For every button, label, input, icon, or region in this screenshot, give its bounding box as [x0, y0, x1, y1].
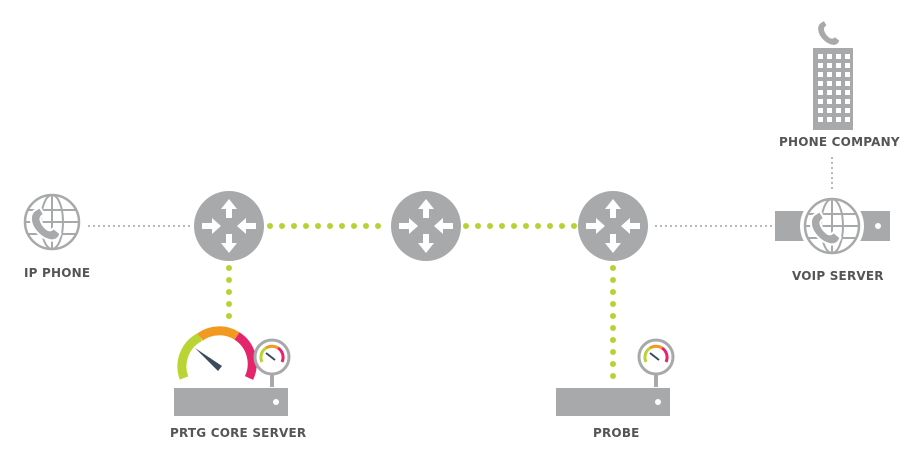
router-icon — [578, 191, 648, 261]
voip-server-node: VOIP SERVER — [775, 194, 890, 283]
router-3 — [578, 191, 648, 261]
router-2 — [391, 191, 461, 261]
phone-handset-icon — [818, 21, 840, 45]
phone-company-node: PHONE COMPANY — [779, 21, 900, 149]
globe-phone-icon — [803, 197, 861, 255]
building-icon — [813, 21, 853, 130]
prtg-core-server-label: PRTG CORE SERVER — [170, 426, 306, 440]
gauge-icon — [177, 326, 257, 380]
voip-server-label: VOIP SERVER — [792, 269, 884, 283]
phone-company-label: PHONE COMPANY — [779, 135, 900, 149]
globe-phone-icon — [23, 193, 81, 251]
server-icon — [174, 388, 288, 416]
router-icon — [194, 191, 264, 261]
prtg-core-server-node: PRTG CORE SERVER — [170, 326, 306, 440]
router-1 — [194, 191, 264, 261]
router-icon — [391, 191, 461, 261]
small-gauge-icon — [253, 338, 291, 387]
ip-phone-node: IP PHONE — [23, 193, 90, 280]
ip-phone-label: IP PHONE — [24, 266, 90, 280]
probe-label: PROBE — [593, 426, 640, 440]
small-gauge-icon — [637, 338, 675, 387]
probe-node: PROBE — [556, 338, 675, 440]
server-icon — [556, 388, 670, 416]
